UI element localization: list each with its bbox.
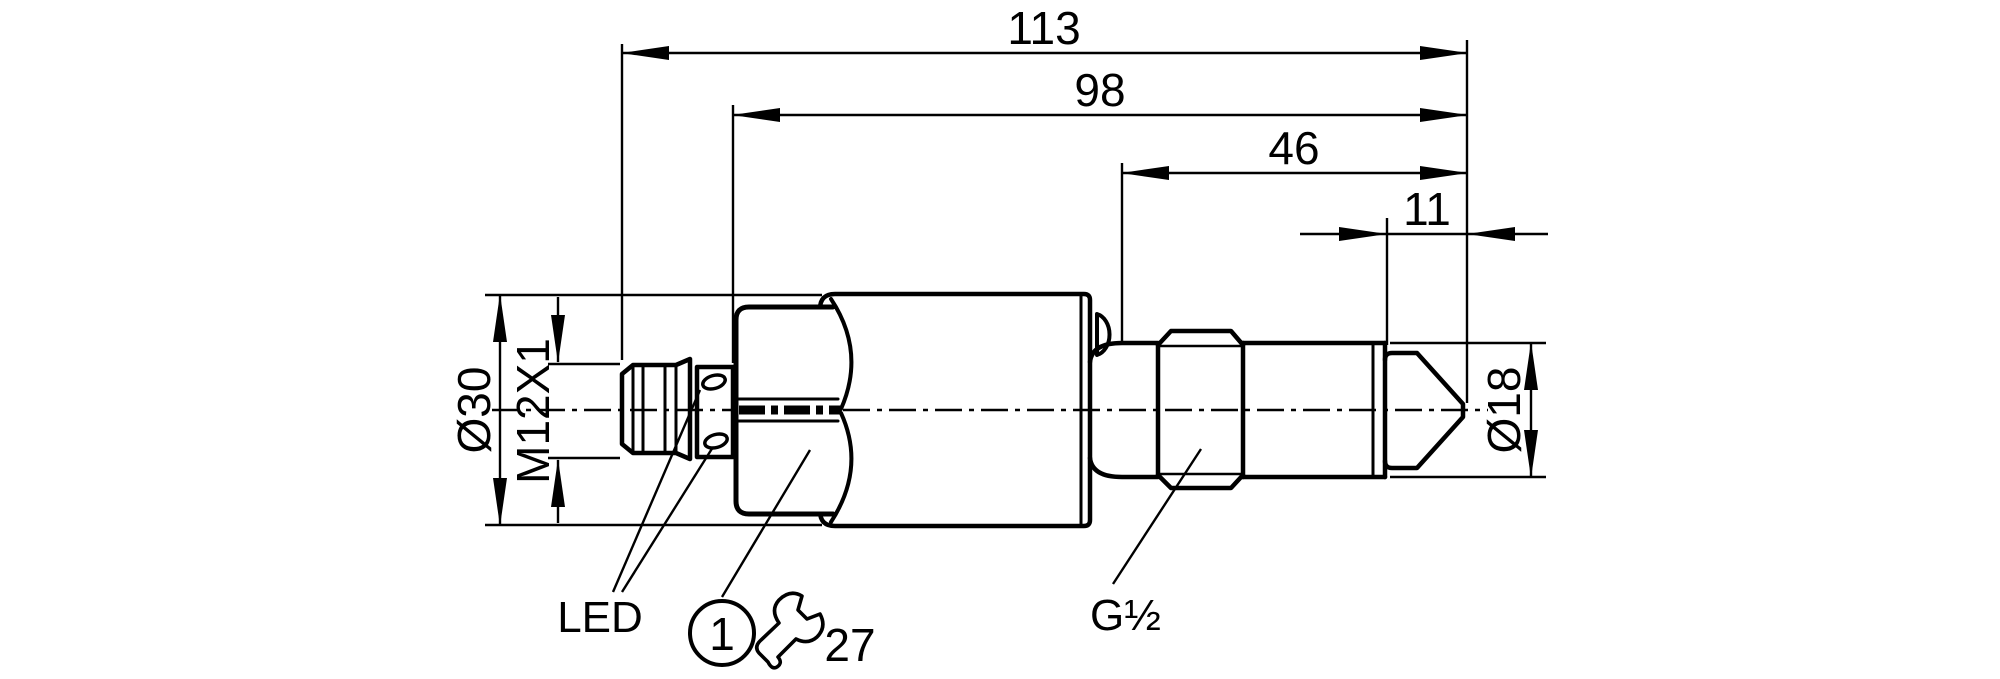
neck-top <box>1087 340 1161 365</box>
dim-m12-label: M12X1 <box>507 338 559 484</box>
hex-arc-lower <box>829 411 854 524</box>
leader-led-upper <box>611 389 702 593</box>
dim-11-label: 11 <box>1403 183 1451 235</box>
tip-cylinder <box>1240 340 1388 480</box>
led-label: LED <box>557 593 643 642</box>
leader-g12 <box>1111 448 1203 585</box>
thread-bottom <box>1155 472 1246 491</box>
led-window-lower <box>703 432 729 450</box>
thread-top <box>1155 328 1246 348</box>
note-1-label: 1 <box>709 608 735 660</box>
dimension-system <box>485 40 1548 598</box>
dim-98-label: 98 <box>1074 64 1125 116</box>
leader-note-1 <box>720 449 812 598</box>
dim-d18-label: Ø18 <box>1478 367 1530 454</box>
note-1-marker <box>688 599 756 667</box>
annotation-labels: LED 1 27 G½ <box>557 591 1161 671</box>
dim-d30-label: Ø30 <box>448 367 500 454</box>
wrench-icon <box>754 591 825 670</box>
led-window-upper <box>701 373 727 391</box>
dim-113-label: 113 <box>1007 2 1080 54</box>
hex-arc-upper <box>829 297 854 411</box>
leader-led-lower <box>620 446 715 593</box>
wrench-size-label: 27 <box>824 619 875 671</box>
g12-label: G½ <box>1090 591 1161 640</box>
dimension-labels: 113 98 46 11 Ø30 M12X1 Ø18 <box>448 2 1530 484</box>
neck-bottom <box>1087 455 1161 480</box>
dim-46-label: 46 <box>1268 122 1319 174</box>
